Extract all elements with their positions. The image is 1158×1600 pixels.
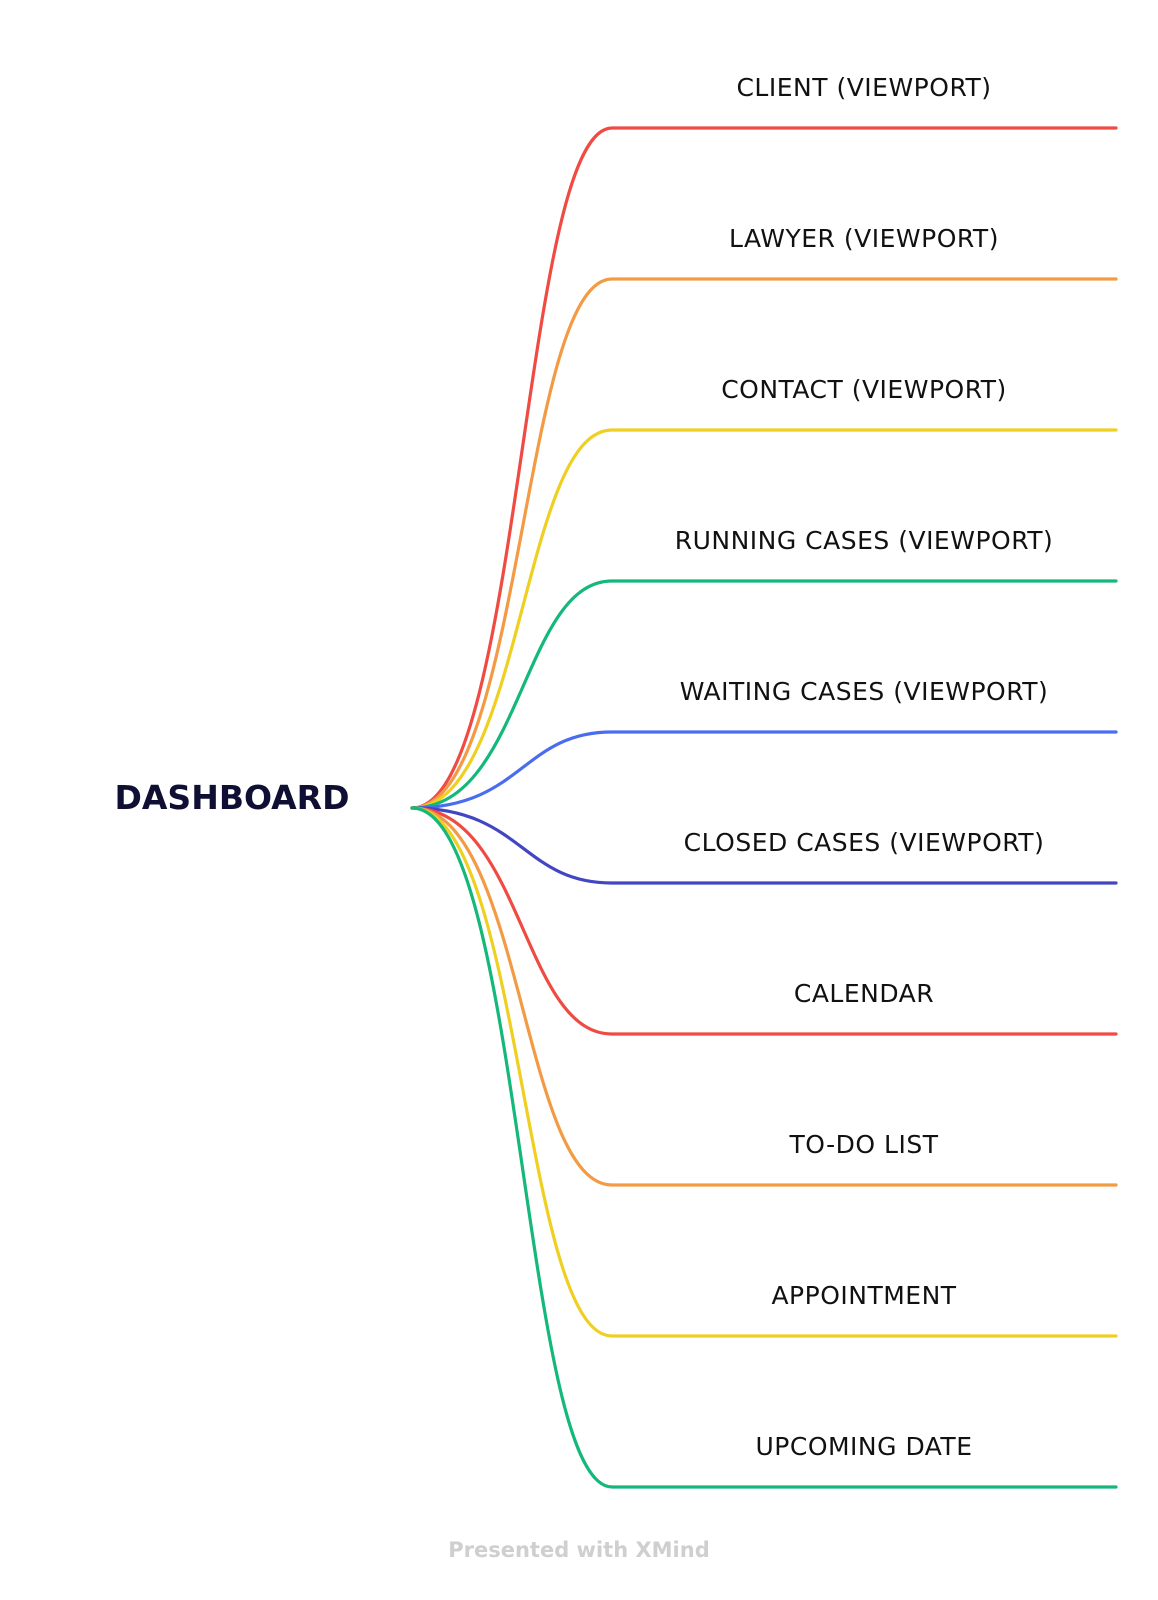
branch-line-7 <box>410 806 1118 1036</box>
branch-labels: CLIENT (VIEWPORT) LAWYER (VIEWPORT) CONTAC… <box>675 73 1054 1461</box>
branch-line-9 <box>410 806 1118 1338</box>
branch-line-5 <box>410 730 1118 810</box>
branch-topic-1[interactable]: CLIENT (VIEWPORT) <box>736 73 991 102</box>
branch-topic-7[interactable]: CALENDAR <box>794 979 934 1008</box>
branch-line-8 <box>410 806 1118 1187</box>
branch-line-4 <box>410 579 1118 810</box>
branch-topic-6[interactable]: CLOSED CASES (VIEWPORT) <box>684 828 1045 857</box>
branch-line-6 <box>410 806 1118 885</box>
branch-topic-9[interactable]: APPOINTMENT <box>771 1281 956 1310</box>
branch-line-1 <box>410 126 1118 810</box>
root-topic-dashboard[interactable]: DASHBOARD <box>115 778 350 817</box>
branch-topic-5[interactable]: WAITING CASES (VIEWPORT) <box>680 677 1049 706</box>
branch-topic-4[interactable]: RUNNING CASES (VIEWPORT) <box>675 526 1054 555</box>
branch-lines <box>410 126 1118 1489</box>
branch-line-2 <box>410 277 1118 810</box>
presented-with-xmind-footer: Presented with XMind <box>448 1538 710 1562</box>
branch-topic-3[interactable]: CONTACT (VIEWPORT) <box>721 375 1007 404</box>
branch-line-3 <box>410 428 1118 810</box>
branch-topic-8[interactable]: TO-DO LIST <box>789 1130 939 1159</box>
branch-line-10 <box>410 806 1118 1489</box>
branch-topic-2[interactable]: LAWYER (VIEWPORT) <box>729 224 999 253</box>
branch-topic-10[interactable]: UPCOMING DATE <box>755 1432 972 1461</box>
